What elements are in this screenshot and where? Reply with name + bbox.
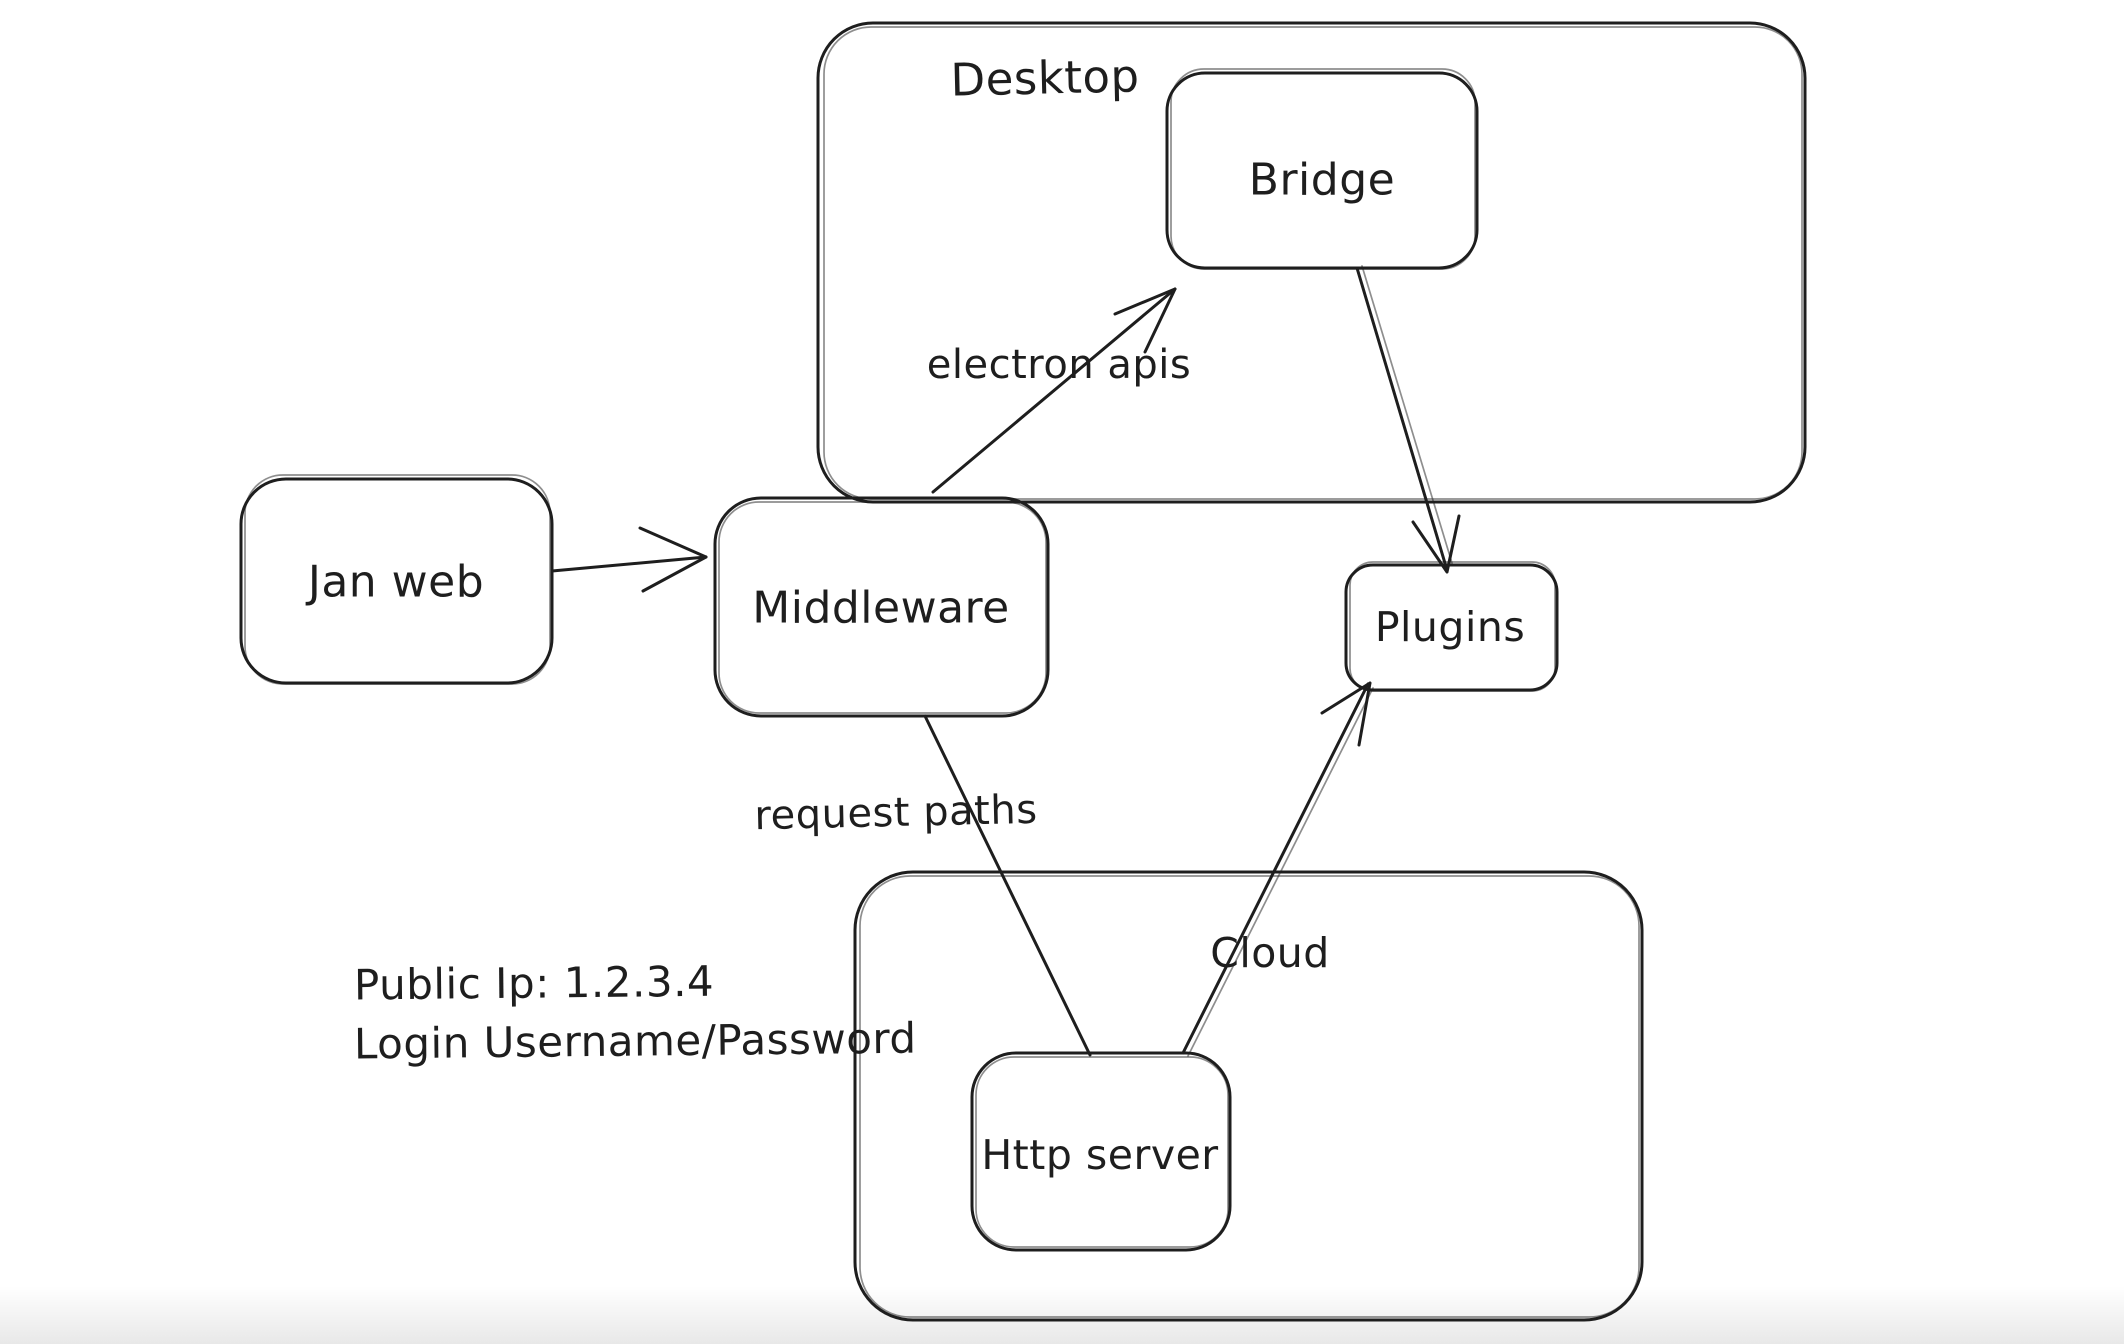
bridge-node-box [1165,68,1479,270]
note-public-ip: Public Ip: 1.2.3.4 [353,956,715,1010]
edge-label-request-paths: request paths [753,786,1039,840]
edge-middleware-to-http-server [923,714,1092,1057]
edge-middleware-to-bridge [931,287,1177,494]
cloud-container-box [853,870,1644,1322]
jan-web-node-label: Jan web [307,556,485,608]
jan-web-node-box [239,474,554,685]
cloud-container-label: Cloud [1210,929,1330,977]
middleware-node-label: Middleware [752,582,1010,634]
edge-label-electron-apis: electron apis [926,342,1192,388]
http-server-node-box [970,1051,1232,1252]
note-login-credentials: Login Username/Password [353,1013,917,1069]
edge-bridge-to-plugins [1355,265,1461,574]
desktop-container-box [816,21,1807,504]
middleware-node-box [713,496,1050,718]
http-server-node-label: Http server [981,1131,1219,1179]
desktop-container-label: Desktop [949,49,1141,107]
bridge-node-label: Bridge [1248,154,1396,206]
edge-http-server-to-plugins [1181,681,1374,1057]
edge-jan-web-to-middleware [550,526,708,593]
plugins-node-label: Plugins [1374,603,1526,651]
